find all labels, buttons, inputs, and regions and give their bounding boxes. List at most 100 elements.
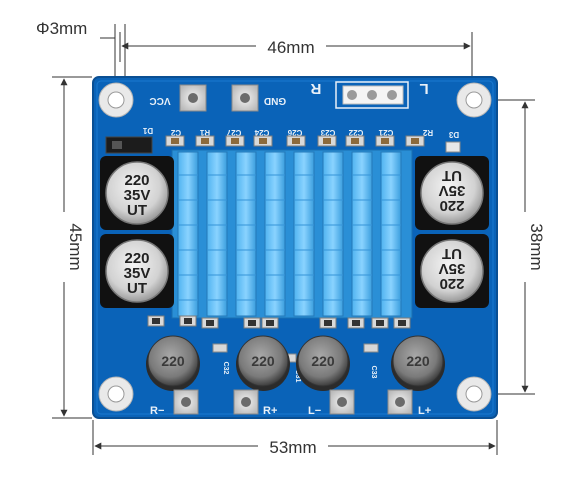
smd-body <box>381 138 389 144</box>
top-dim-bg <box>256 36 326 56</box>
top-smd-labels: C2 R1 C27 C24 C26 C23 C22 C21 R2 <box>170 128 433 137</box>
mounting-hole-top-left <box>98 82 134 118</box>
c24-label: C24 <box>254 128 269 137</box>
capacitor-marking: UT <box>127 202 147 219</box>
bottom-smd-components <box>147 315 411 329</box>
d1-label: D1 <box>142 126 153 135</box>
total-width-label: 53mm <box>269 438 316 457</box>
top-spacing-label: 46mm <box>267 38 314 57</box>
vertical-hole-spacing-label: 38mm <box>527 223 546 270</box>
heatsink-fin <box>235 151 257 317</box>
inductor-marking: 220 <box>251 353 275 369</box>
c32-component <box>212 343 228 353</box>
input-header: R L <box>310 80 429 109</box>
output-terminals: R− R+ L− L+ <box>150 389 431 417</box>
heatsink-fin <box>351 151 373 317</box>
gnd-label: GND <box>264 95 286 106</box>
heatsink-fin <box>264 151 286 317</box>
output-pad-r-plus: R+ <box>233 389 277 417</box>
smd-body <box>201 138 209 144</box>
r-plus-label: R+ <box>263 405 277 417</box>
capacitor-marking: 35V <box>439 260 466 277</box>
top-smd-components <box>165 135 425 147</box>
inductors: 220 220 220 220 <box>146 335 445 391</box>
c2-label: C2 <box>170 128 181 137</box>
inductor-top <box>392 335 444 387</box>
d3-label: D3 <box>448 130 459 139</box>
vcc-pad: VCC <box>149 84 207 112</box>
smd-body <box>376 320 384 326</box>
smd-body <box>324 320 332 326</box>
capacitor-marking: 35V <box>124 187 151 204</box>
dimension-annotations: Φ3mm 46mm 53mm 45mm 38mm <box>36 19 546 457</box>
smd-body <box>292 138 300 144</box>
capacitor-marking: 220 <box>439 197 464 214</box>
right-dim-bg <box>515 212 535 282</box>
pcb-board: VCC GND R L D1 D3 <box>92 76 498 419</box>
smd-inductor: 220 <box>296 335 350 391</box>
capacitor-top <box>105 239 169 303</box>
left-dim-bg <box>54 212 74 282</box>
c33-label: C33 <box>370 366 377 379</box>
smd-body <box>398 320 406 326</box>
mounting-holes <box>98 82 492 412</box>
capacitor-marking: UT <box>442 245 462 262</box>
board-edge-highlight <box>96 80 494 415</box>
c23-label: C23 <box>320 128 335 137</box>
gnd-pad: GND <box>231 84 286 112</box>
capacitor-marking: 35V <box>439 182 466 199</box>
mounting-hole-bottom-left <box>98 376 134 412</box>
smd-body <box>352 320 360 326</box>
smd-body <box>184 318 192 324</box>
smd-body <box>206 320 214 326</box>
smd-body <box>266 320 274 326</box>
smd-body <box>231 138 239 144</box>
output-pad-l-plus: L+ <box>387 389 431 417</box>
smd-body <box>323 138 331 144</box>
capacitor-top <box>420 239 484 303</box>
smd-body <box>351 138 359 144</box>
heatsink-fin <box>177 151 199 317</box>
smd-body <box>411 138 419 144</box>
r2-label: R2 <box>422 128 433 137</box>
smd-inductor: 220 <box>146 335 200 391</box>
smd-body <box>248 320 256 326</box>
inductor-marking: 220 <box>311 353 335 369</box>
capacitor-top <box>420 161 484 225</box>
c33-component <box>363 343 379 353</box>
vcc-label: VCC <box>149 95 170 106</box>
heatsink-fin <box>293 151 315 317</box>
smd-body <box>152 318 160 324</box>
inductor-top <box>297 335 349 387</box>
inductor-marking: 220 <box>161 353 185 369</box>
capacitor-marking: UT <box>127 280 147 297</box>
power-pads: VCC GND <box>149 84 286 112</box>
inductor-marking: 220 <box>406 353 430 369</box>
heatsink <box>171 149 413 319</box>
c32-label: C32 <box>222 362 229 375</box>
hole-diameter-label: Φ3mm <box>36 19 87 38</box>
l-minus-label: L− <box>308 405 321 417</box>
c22-label: C22 <box>348 128 363 137</box>
capacitor-marking: 220 <box>124 250 149 267</box>
inductor-top <box>147 335 199 387</box>
r1-label: R1 <box>199 128 210 137</box>
capacitor-marking: UT <box>442 167 462 184</box>
capacitor-marking: 220 <box>439 275 464 292</box>
smd-body <box>171 138 179 144</box>
l-plus-label: L+ <box>418 405 431 417</box>
output-pad-r-minus: R− <box>150 389 199 417</box>
mounting-hole-bottom-right <box>456 376 492 412</box>
heatsink-fin <box>380 151 402 317</box>
diode-d1: D1 <box>105 126 153 154</box>
smd-body <box>259 138 267 144</box>
c26-label: C26 <box>287 128 302 137</box>
inductor-top <box>237 335 289 387</box>
heatsink-fin <box>206 151 228 317</box>
output-pad-l-minus: L− <box>308 389 355 417</box>
capacitor-marking: 35V <box>124 265 151 282</box>
bottom-dim-bg <box>258 436 328 456</box>
